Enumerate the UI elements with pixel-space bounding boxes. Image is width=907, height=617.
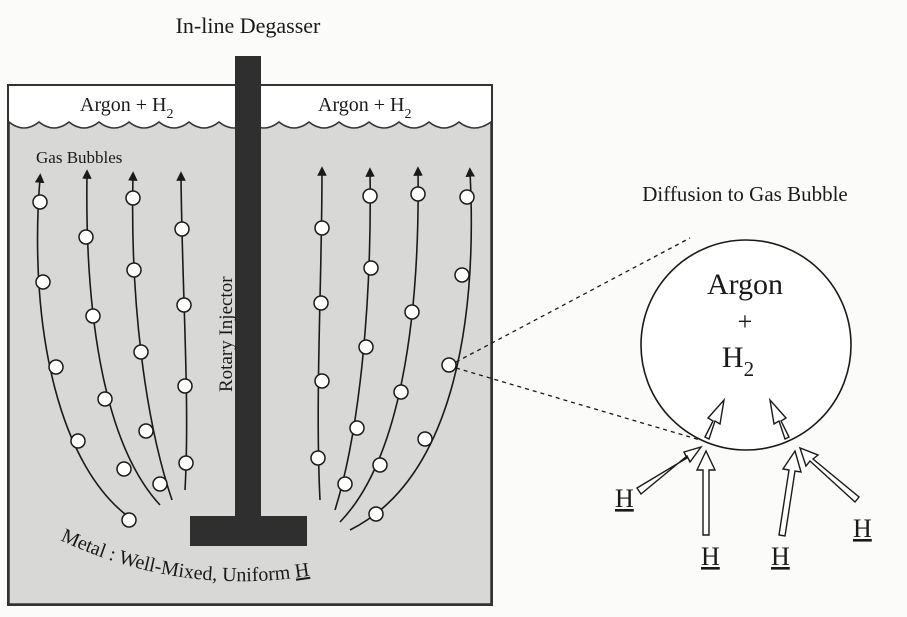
hydrogen-atoms: H H H H: [615, 484, 872, 571]
magnified-bubble: [640, 239, 852, 451]
surface-gas-right: Argon + H2: [318, 94, 411, 122]
inset-argon-label: Argon: [707, 268, 783, 301]
h-atom-4: H: [853, 514, 872, 543]
h-atom-1: H: [615, 484, 634, 513]
bubble-paths-right: [317, 166, 476, 531]
rotary-injector-head: [190, 516, 307, 546]
rotary-injector-shaft: [235, 56, 261, 526]
gas-bubbles: [32, 186, 475, 528]
surface-gas-left: Argon + H2: [80, 94, 173, 122]
h-atom-2: H: [701, 542, 720, 571]
inset-plus-label: +: [738, 307, 753, 336]
gas-bubbles-label: Gas Bubbles: [36, 148, 122, 167]
h-atom-3: H: [771, 542, 790, 571]
inset-title: Diffusion to Gas Bubble: [642, 182, 848, 206]
diagram-title: In-line Degasser: [176, 13, 321, 38]
magnification-lines: [455, 237, 701, 441]
inset-h2-label: H2: [722, 341, 754, 381]
rotary-injector-label: Rotary Injector: [216, 276, 237, 392]
diffusion-arrows: [636, 397, 860, 537]
